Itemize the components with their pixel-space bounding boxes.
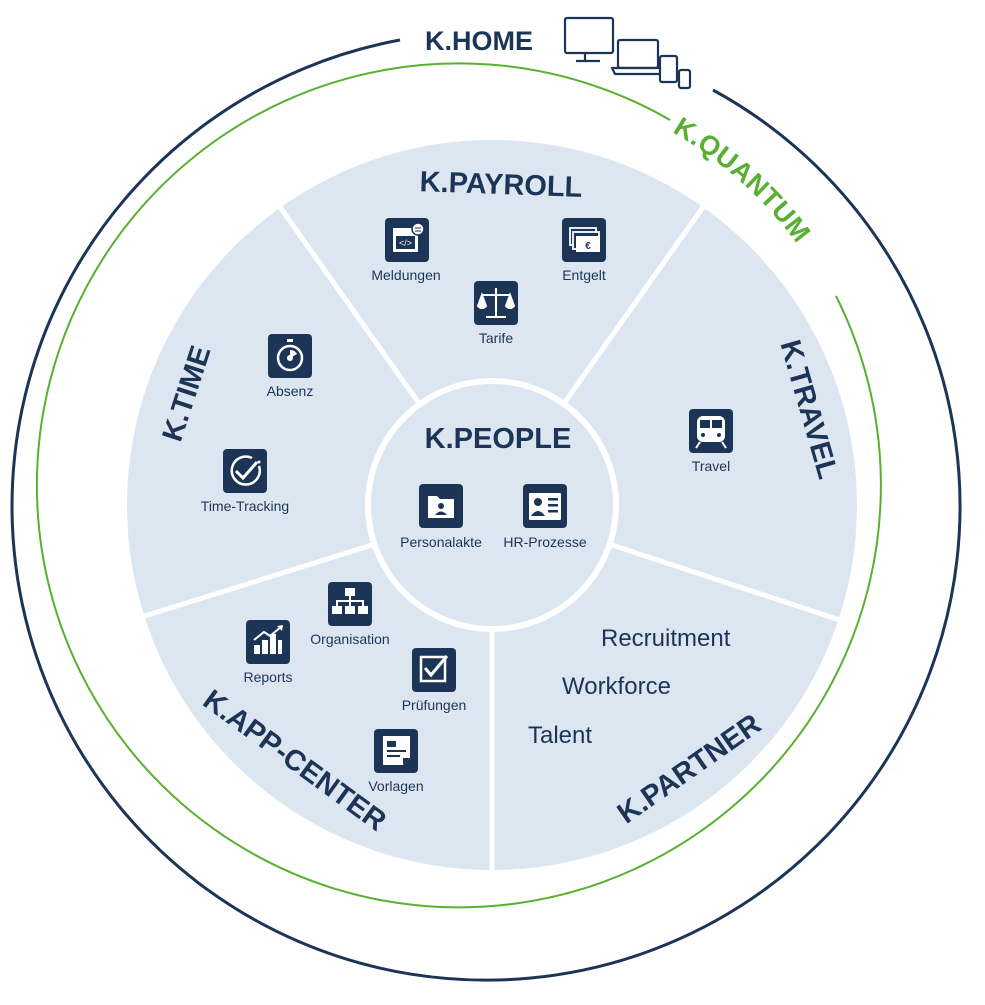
pruefungen-label: Prüfungen [402, 697, 467, 713]
euro-bills-icon: € [569, 227, 600, 252]
payroll-title: K.PAYROLL [419, 166, 583, 204]
vorlagen-item[interactable]: Vorlagen [368, 729, 424, 794]
absenz-label: Absenz [267, 383, 314, 399]
people-title: K.PEOPLE [425, 423, 572, 455]
bar-chart-icon [253, 625, 283, 654]
quantum-ring [35, 62, 882, 909]
train-icon [695, 416, 727, 449]
svg-text:</>: </> [399, 238, 412, 248]
personalakte-item[interactable]: Personalakte [400, 484, 482, 550]
devices-icon [563, 16, 692, 90]
home-label: K.HOME [425, 26, 533, 56]
reports-label: Reports [243, 669, 292, 685]
entgelt-item[interactable]: € Entgelt [562, 218, 606, 283]
id-card-icon [529, 493, 561, 520]
travel-label: Travel [692, 458, 730, 474]
absenz-item[interactable]: Absenz [267, 334, 314, 399]
divider-appcenter-time [131, 542, 373, 623]
svg-text:€: € [585, 241, 591, 252]
meldungen-label: Meldungen [371, 267, 440, 283]
document-icon [383, 736, 410, 765]
divider-travel-partner [611, 542, 856, 628]
tarife-item[interactable]: Tarife [474, 281, 518, 346]
check-clock-icon [230, 455, 261, 486]
partner-workforce: Workforce [562, 673, 671, 700]
organisation-item[interactable]: Organisation [310, 582, 390, 647]
divider-payroll-travel [562, 198, 711, 404]
folder-person-icon [428, 496, 454, 518]
travel-item[interactable]: Travel [689, 409, 733, 474]
personalakte-label: Personalakte [400, 534, 482, 550]
divider-time-payroll [272, 198, 421, 404]
code-window-icon: </> [393, 222, 425, 252]
org-chart-icon [332, 588, 368, 614]
checkbox-icon [419, 655, 449, 683]
meldungen-item[interactable]: </> Meldungen [371, 218, 441, 283]
segments-group [125, 138, 859, 875]
hr-prozesse-label: HR-Prozesse [503, 534, 586, 550]
vorlagen-label: Vorlagen [368, 778, 423, 794]
tarife-label: Tarife [479, 330, 513, 346]
time-tracking-item[interactable]: Time-Tracking [201, 449, 289, 514]
scales-icon [476, 288, 516, 318]
people-center[interactable] [365, 378, 619, 632]
reports-item[interactable]: Reports [243, 620, 293, 685]
entgelt-label: Entgelt [562, 267, 606, 283]
partner-recruitment: Recruitment [601, 625, 731, 652]
time-tracking-label: Time-Tracking [201, 498, 289, 514]
hr-prozesse-item[interactable]: HR-Prozesse [503, 484, 587, 550]
stopwatch-icon [276, 339, 304, 372]
home-ring [10, 38, 962, 982]
pruefungen-item[interactable]: Prüfungen [402, 648, 467, 713]
partner-talent: Talent [528, 722, 592, 749]
organisation-label: Organisation [310, 631, 389, 647]
